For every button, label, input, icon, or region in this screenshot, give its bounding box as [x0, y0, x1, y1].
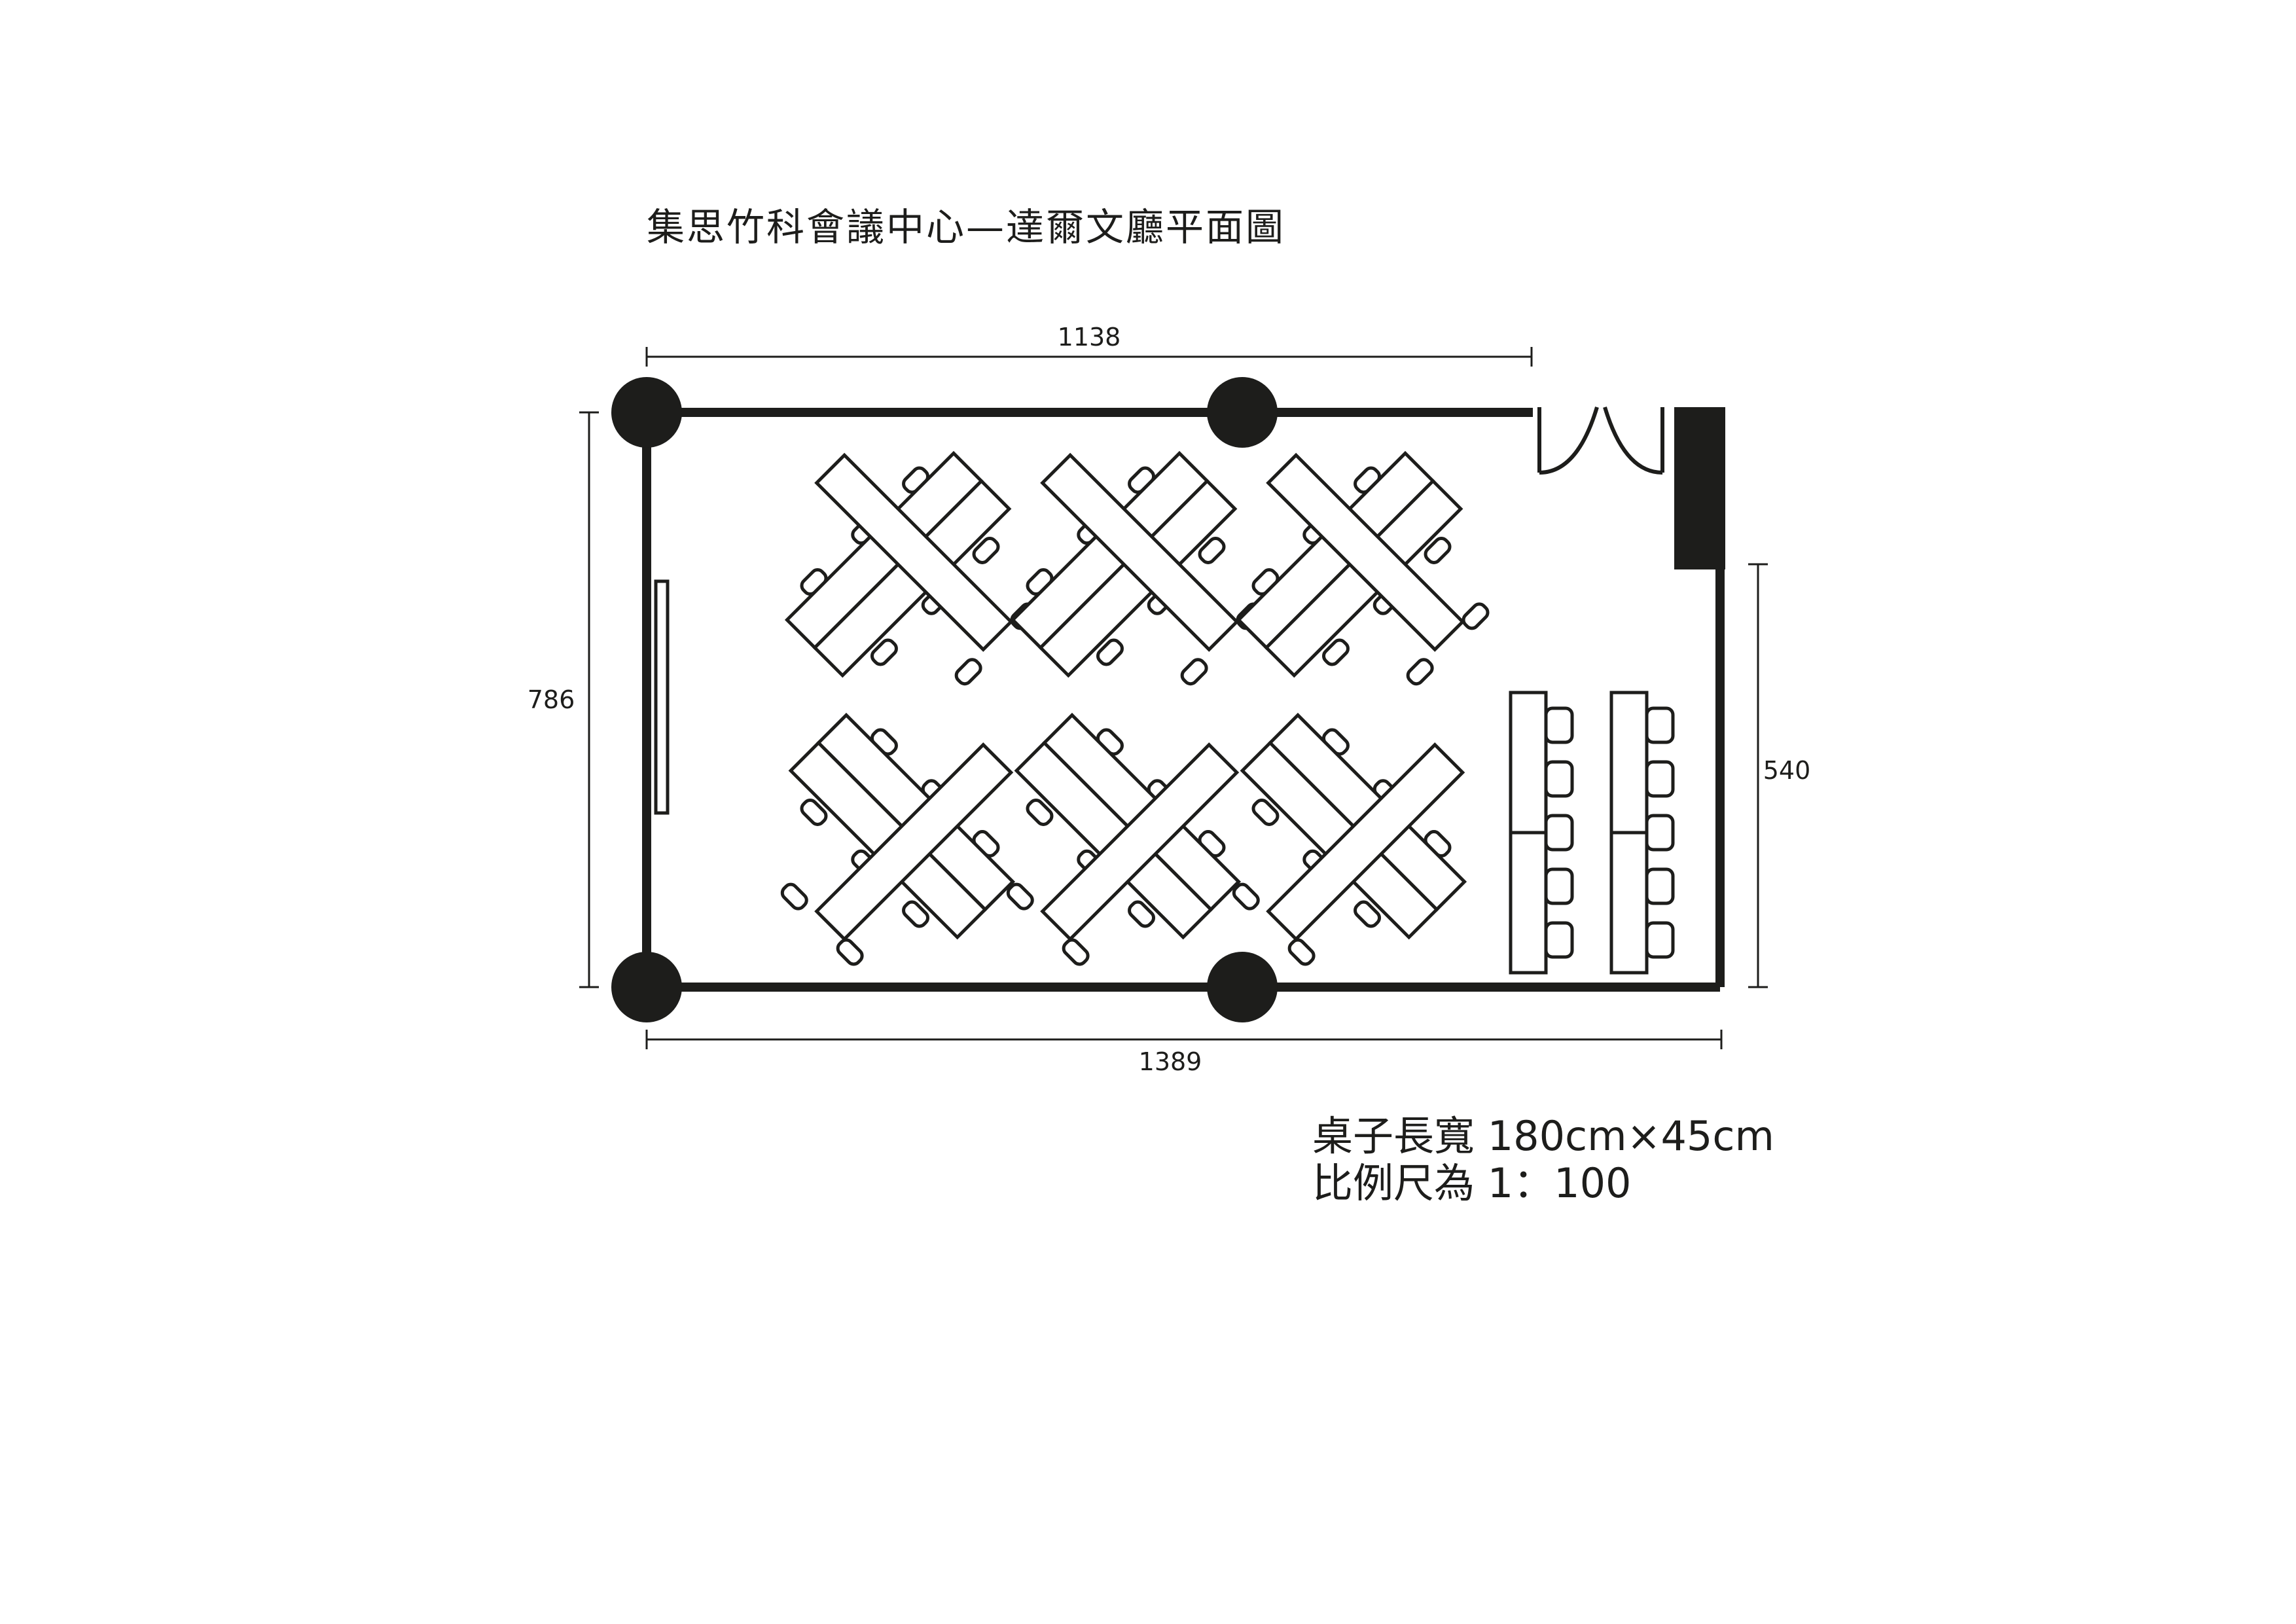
- dimension-bottom: [645, 1030, 1723, 1049]
- double-door-icon[interactable]: [1537, 406, 1664, 475]
- chair: [1645, 814, 1675, 852]
- chair: [870, 638, 898, 666]
- chair: [1544, 921, 1574, 959]
- table: [1266, 452, 1465, 652]
- chair: [1006, 882, 1034, 911]
- table-cluster: [784, 450, 1038, 686]
- dimension-right: [1748, 563, 1768, 988]
- chair: [1544, 760, 1574, 798]
- column: [1207, 952, 1278, 1022]
- chair: [1198, 536, 1226, 564]
- table: [1609, 831, 1649, 975]
- dimension-left: [579, 411, 599, 988]
- chair: [1128, 900, 1156, 928]
- chair: [972, 536, 1000, 564]
- table: [1266, 742, 1465, 942]
- dimension-top-label: 1138: [1058, 323, 1121, 352]
- table-cluster: [1010, 450, 1264, 686]
- chair: [1406, 658, 1434, 686]
- classroom-row: [1509, 691, 1574, 975]
- chair: [1544, 814, 1574, 852]
- table: [1040, 742, 1240, 942]
- table-groups: [780, 450, 1490, 966]
- chair: [1321, 638, 1350, 666]
- chair: [1544, 706, 1574, 744]
- chair: [1180, 658, 1208, 686]
- table-cluster: [780, 712, 1016, 966]
- chair: [1424, 536, 1452, 564]
- chair: [780, 882, 808, 911]
- table-cluster: [1236, 450, 1490, 686]
- table: [1509, 691, 1548, 835]
- chair: [1645, 867, 1675, 905]
- chair: [1645, 921, 1675, 959]
- chair: [1062, 938, 1090, 966]
- table: [814, 452, 1014, 652]
- chair: [902, 900, 930, 928]
- chair: [1645, 706, 1675, 744]
- chair: [1251, 798, 1280, 826]
- chair: [1354, 900, 1382, 928]
- chair: [1287, 938, 1316, 966]
- chair: [954, 658, 982, 686]
- chair: [800, 798, 828, 826]
- column: [611, 952, 682, 1022]
- dimension-right-label: 540: [1763, 756, 1811, 785]
- table: [1509, 831, 1548, 975]
- table: [1040, 452, 1240, 652]
- plan-title: 集思竹科會議中心—達爾文廳平面圖: [647, 205, 1286, 249]
- structural-columns: [611, 377, 1278, 1022]
- chair: [1645, 760, 1675, 798]
- chair: [1232, 882, 1260, 911]
- classroom-row: [1609, 691, 1675, 975]
- projection-screen: [654, 579, 670, 815]
- chair: [1096, 638, 1124, 666]
- chair: [1544, 867, 1574, 905]
- chair: [1026, 798, 1054, 826]
- wall-block: [1674, 407, 1725, 569]
- scale-note: 比例尺為 1：100: [1312, 1159, 1632, 1207]
- table: [1609, 691, 1649, 835]
- column: [611, 377, 682, 448]
- dimension-left-label: 786: [528, 685, 575, 714]
- column: [1207, 377, 1278, 448]
- table-size-note: 桌子長寬 180cm×45cm: [1312, 1112, 1774, 1160]
- table: [814, 742, 1014, 942]
- room-walls: [642, 408, 1725, 992]
- table-cluster: [1232, 712, 1467, 966]
- chair: [836, 938, 864, 966]
- plan-notes: 桌子長寬 180cm×45cm 比例尺為 1：100: [1312, 1113, 1774, 1207]
- classroom-rows: [1509, 691, 1675, 975]
- dimension-top: [645, 347, 1533, 367]
- chair: [1462, 602, 1490, 630]
- table-cluster: [1006, 712, 1242, 966]
- dimension-bottom-label: 1389: [1139, 1047, 1202, 1076]
